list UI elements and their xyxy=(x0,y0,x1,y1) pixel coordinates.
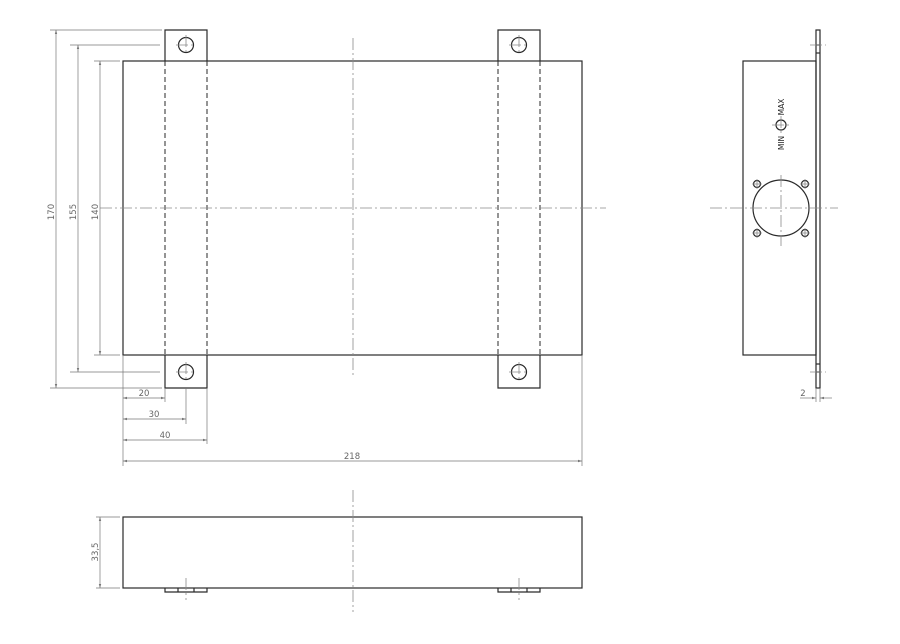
dim-40: 40 xyxy=(160,431,171,441)
left-foot xyxy=(164,578,208,600)
top-view: 170 155 140 20 30 40 218 xyxy=(47,29,606,466)
max-label: MAX xyxy=(777,99,786,116)
left-bracket xyxy=(164,29,208,389)
flange-plate xyxy=(815,29,821,389)
dim-20: 20 xyxy=(139,389,150,399)
front-body-outline xyxy=(122,516,583,589)
dim-140: 140 xyxy=(91,204,101,220)
right-bracket xyxy=(497,29,541,389)
dim-2: 2 xyxy=(800,389,805,399)
vertical-dimensions xyxy=(50,29,162,389)
dim-30: 30 xyxy=(149,410,160,420)
connector-cutout xyxy=(710,175,838,246)
front-view: 33,5 xyxy=(91,490,583,612)
right-foot xyxy=(497,578,541,600)
min-max-adjuster: MIN MAX xyxy=(772,99,790,150)
side-view: MIN MAX 2 xyxy=(710,29,838,402)
min-label: MIN xyxy=(777,136,786,150)
dim-155: 155 xyxy=(69,204,79,220)
dim-33-5: 33,5 xyxy=(91,543,101,562)
dim-218: 218 xyxy=(344,452,360,462)
horizontal-dimensions xyxy=(122,355,583,466)
dim-170: 170 xyxy=(47,204,57,220)
